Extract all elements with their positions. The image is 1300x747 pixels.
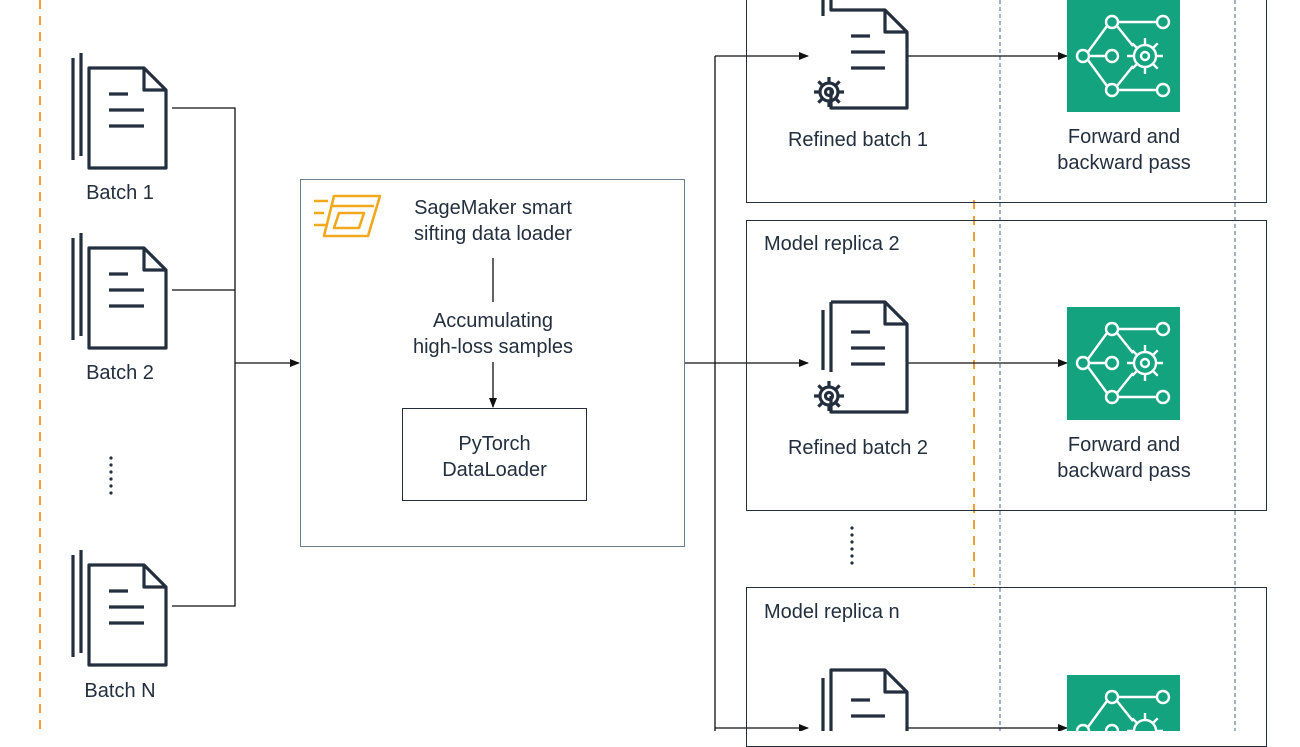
- document-stack-icon: [71, 233, 168, 350]
- accumulating-label-line-1: Accumulating: [432, 310, 554, 332]
- batch-label-2: Batch 2: [86, 362, 154, 384]
- pytorch-label-line-2: DataLoader: [442, 459, 547, 481]
- sagemaker-data-loader-icon: [314, 194, 382, 238]
- diagram: Batch 1 Batch 2 Batch N SageMaker smar: [39, 0, 1267, 747]
- pytorch-dataloader-box: [402, 408, 587, 501]
- accumulating-label-line-2: high-loss samples: [412, 336, 574, 358]
- refined-batch-label-1: Refined batch 1: [787, 129, 929, 151]
- batch-ellipsis: [109, 456, 113, 495]
- refined-batch-label-2: Refined batch 2: [787, 437, 929, 459]
- batch-merge-connector: [172, 107, 236, 607]
- smart-sifting-loader-box: [300, 179, 685, 547]
- document-gear-icon: [814, 300, 909, 414]
- pass-label-2-line-1: Forward and: [1067, 434, 1181, 456]
- batch-label-1: Batch 1: [86, 182, 154, 204]
- document-gear-icon: [821, 668, 909, 731]
- pass-label-1-line-2: backward pass: [1057, 152, 1191, 174]
- pass-label-1-line-1: Forward and: [1067, 126, 1181, 148]
- neural-network-gear-icon: [1067, 307, 1180, 420]
- document-stack-icon: [71, 53, 168, 170]
- connector-layer: [39, 0, 1236, 731]
- neural-network-gear-icon: [1067, 675, 1180, 731]
- model-replica-title-2: Model replica 2: [764, 233, 900, 255]
- model-replica-title-n: Model replica n: [764, 601, 900, 623]
- replica-ellipsis: [850, 526, 854, 565]
- model-replica-box-1: [746, 0, 1267, 203]
- pass-label-2-line-2: backward pass: [1057, 460, 1191, 482]
- loader-title-line-2: sifting data loader: [414, 223, 572, 245]
- neural-network-gear-icon: [1067, 0, 1180, 112]
- document-gear-icon: [814, 0, 909, 110]
- pytorch-label-line-1: PyTorch: [458, 433, 531, 455]
- model-replica-box-2: [746, 220, 1267, 511]
- loader-title-line-1: SageMaker smart: [414, 197, 572, 219]
- batch-label-n: Batch N: [84, 680, 156, 702]
- document-stack-icon: [71, 550, 168, 667]
